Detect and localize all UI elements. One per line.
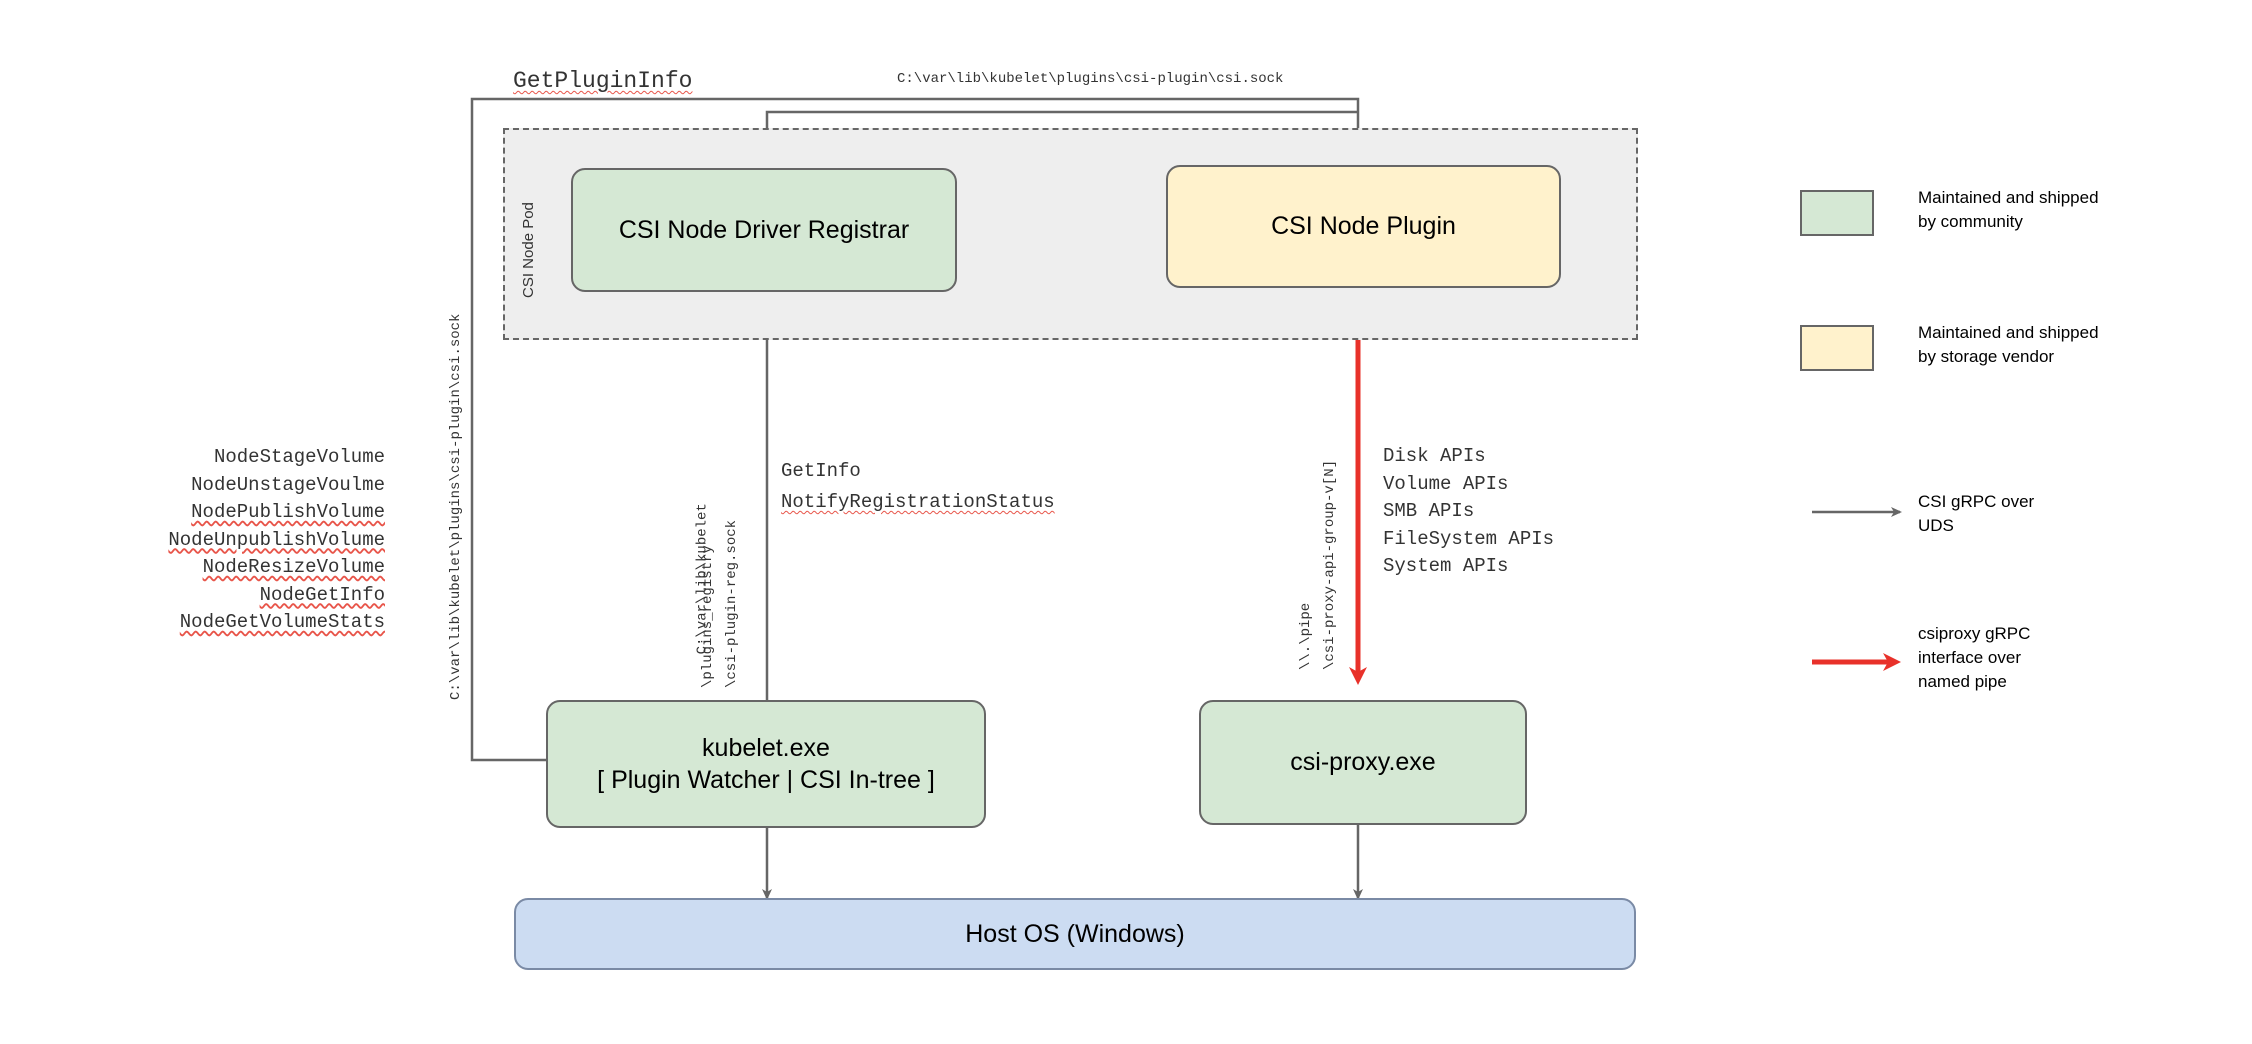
- label-named-pipe-line-1: \\.\pipe: [1298, 602, 1314, 670]
- legend-swatch-community: [1800, 190, 1874, 236]
- legend-swatch-storage-vendor: [1800, 325, 1874, 371]
- node-kubelet-line1: kubelet.exe: [702, 733, 830, 762]
- node-api-call-item: NodeUnpublishVolume: [168, 528, 385, 551]
- node-kubelet-exe[interactable]: kubelet.exe [ Plugin Watcher | CSI In-tr…: [546, 700, 986, 828]
- node-api-call-item: NodeGetInfo: [259, 583, 385, 606]
- legend: Maintained and shipped by community Main…: [1800, 188, 2220, 710]
- label-named-pipe-line-2: \csi-proxy-api-group-v[N]: [1322, 459, 1338, 670]
- csi-proxy-api-item: FileSystem APIs: [1383, 527, 1555, 550]
- csi-proxy-api-item: SMB APIs: [1383, 500, 1475, 523]
- node-api-call-item: NodePublishVolume: [191, 501, 385, 524]
- csi-proxy-api-item: Disk APIs: [1383, 445, 1486, 467]
- label-csi-sock-path-top: C:\var\lib\kubelet\plugins\csi-plugin\cs…: [897, 71, 1284, 87]
- node-host-os-label: Host OS (Windows): [965, 919, 1185, 948]
- label-get-info: GetInfo: [781, 460, 861, 482]
- csi-proxy-api-item: Volume APIs: [1383, 472, 1509, 495]
- legend-label-storage-vendor: Maintained and shipped by storage vendor: [1918, 323, 2099, 367]
- node-csi-node-driver-registrar[interactable]: CSI Node Driver Registrar: [571, 168, 957, 292]
- csi-proxy-api-group-list: Disk APIs Volume APIs SMB APIs FileSyste…: [1383, 443, 1554, 581]
- node-csi-node-plugin[interactable]: CSI Node Plugin: [1166, 165, 1561, 288]
- label-get-plugin-info: GetPluginInfo: [513, 68, 693, 94]
- node-csi-node-plugin-label: CSI Node Plugin: [1271, 212, 1456, 241]
- legend-label-csi-grpc-uds: CSI gRPC over UDS: [1918, 492, 2035, 536]
- node-registrar-label: CSI Node Driver Registrar: [618, 215, 910, 244]
- csi-proxy-api-item: System APIs: [1383, 555, 1509, 578]
- node-api-call-list: NodeStageVolume NodeUnstageVoulme NodePu…: [90, 444, 385, 637]
- node-api-call-item: NodeUnstageVoulme: [191, 473, 385, 496]
- legend-label-community: Maintained and shipped by community: [1918, 188, 2099, 232]
- node-api-call-item: NodeStageVolume: [213, 446, 385, 468]
- label-notify-registration-status: NotifyRegistrationStatus: [781, 491, 1055, 513]
- node-api-call-item: NodeGetVolumeStats: [179, 611, 385, 634]
- label-csi-sock-path-vertical: C:\var\lib\kubelet\plugins\csi-plugin\cs…: [448, 313, 464, 700]
- node-host-os[interactable]: Host OS (Windows): [514, 898, 1636, 970]
- node-csi-proxy-label: csi-proxy.exe: [1290, 748, 1436, 777]
- node-kubelet-line2: [ Plugin Watcher | CSI In-tree ]: [597, 766, 935, 794]
- csi-node-pod-label: CSI Node Pod: [520, 202, 537, 298]
- node-api-call-item: NodeResizeVolume: [202, 556, 385, 579]
- node-kubelet-text: kubelet.exe [ Plugin Watcher | CSI In-tr…: [597, 732, 935, 797]
- wire-kubelet-to-node-plugin: [470, 97, 1363, 762]
- node-csi-proxy-exe[interactable]: csi-proxy.exe: [1199, 700, 1527, 825]
- label-registry-path-vertical-2: \plugins_registry: [700, 545, 716, 688]
- label-registry-path-vertical-3: \csi-plugin-reg.sock: [724, 519, 740, 688]
- legend-label-csiproxy-named-pipe: csiproxy gRPC interface over named pipe: [1918, 624, 2031, 692]
